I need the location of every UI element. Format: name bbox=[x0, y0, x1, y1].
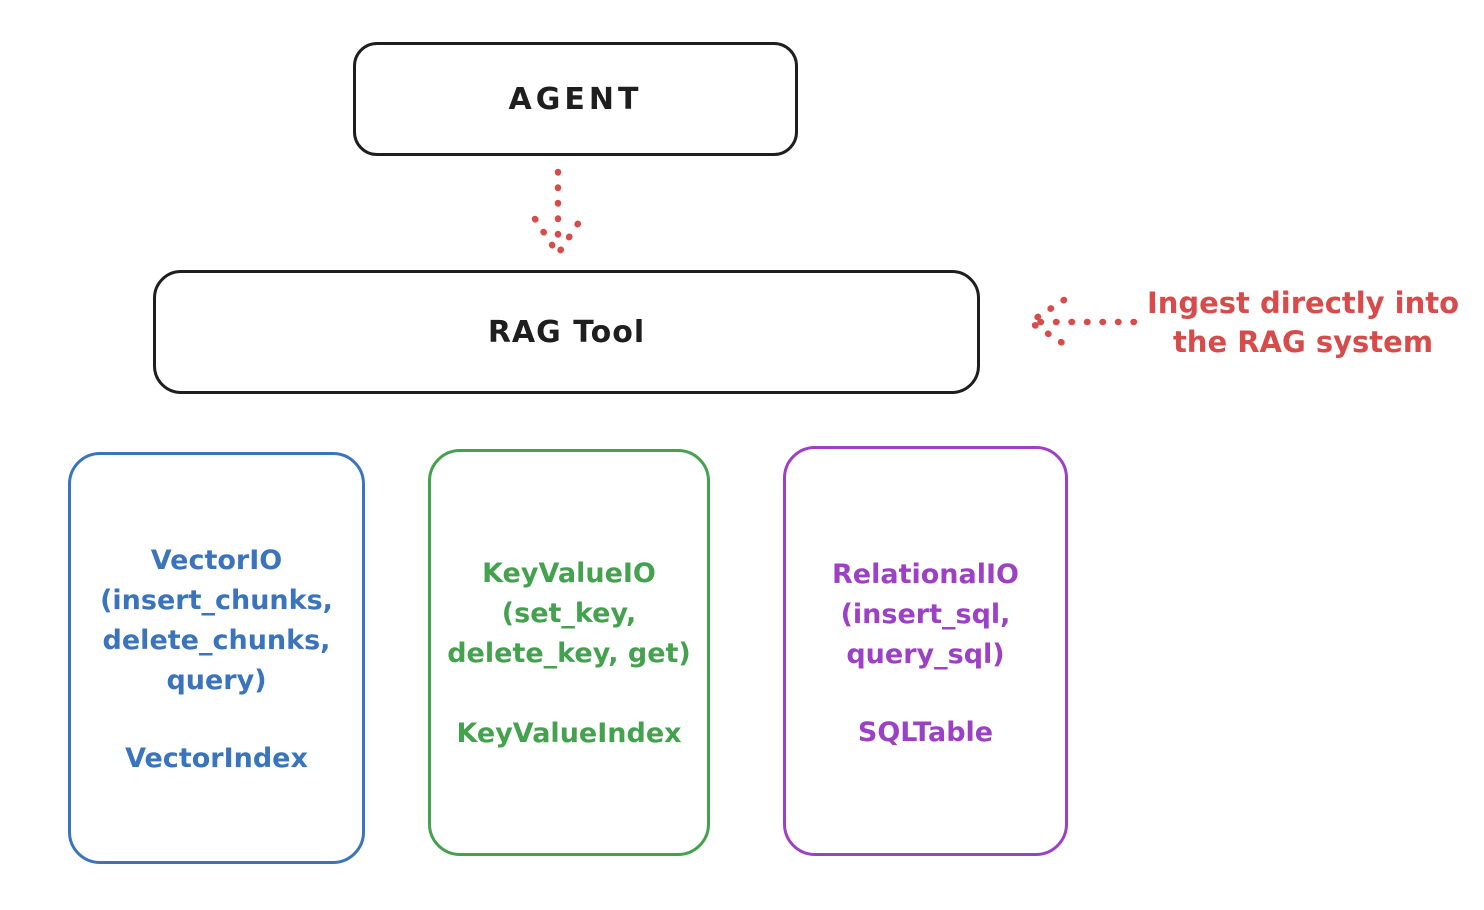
keyvalueio-box: KeyValueIO (set_key, delete_key, get) Ke… bbox=[428, 449, 710, 856]
vectorio-method-line: query) bbox=[166, 665, 267, 696]
keyvalueio-index-label: KeyValueIndex bbox=[456, 718, 682, 749]
keyvalueio-method-line: delete_key, get) bbox=[447, 638, 691, 669]
keyvalueio-method-line: (set_key, bbox=[501, 598, 637, 629]
rag-tool-box-label: RAG Tool bbox=[487, 314, 646, 350]
relationalio-box-text: RelationalIO (insert_sql, query_sql) SQL… bbox=[786, 449, 1065, 753]
relationalio-method-line: (insert_sql, bbox=[840, 599, 1011, 630]
ingest-annotation-line1: Ingest directly into bbox=[1146, 286, 1460, 320]
ingest-annotation: Ingest directly into the RAG system bbox=[1133, 284, 1473, 362]
agent-to-rag-tool-arrow bbox=[531, 168, 585, 260]
relationalio-method-line: query_sql) bbox=[846, 639, 1005, 670]
ingest-annotation-line2: the RAG system bbox=[1172, 325, 1434, 359]
agent-box: AGENT bbox=[353, 42, 798, 156]
vectorio-method-line: (insert_chunks, bbox=[100, 585, 333, 616]
annotation-to-rag-tool-arrow bbox=[1024, 296, 1138, 348]
vectorio-title: VectorIO bbox=[150, 545, 283, 576]
vectorio-box-text: VectorIO (insert_chunks, delete_chunks, … bbox=[71, 455, 362, 779]
agent-box-label: AGENT bbox=[508, 81, 643, 117]
relationalio-index-label: SQLTable bbox=[857, 717, 994, 748]
rag-tool-box: RAG Tool bbox=[153, 270, 980, 394]
keyvalueio-box-text: KeyValueIO (set_key, delete_key, get) Ke… bbox=[431, 452, 707, 754]
vectorio-index-label: VectorIndex bbox=[125, 743, 308, 774]
vectorio-box: VectorIO (insert_chunks, delete_chunks, … bbox=[68, 452, 365, 864]
vectorio-method-line: delete_chunks, bbox=[102, 625, 331, 656]
relationalio-box: RelationalIO (insert_sql, query_sql) SQL… bbox=[783, 446, 1068, 856]
keyvalueio-title: KeyValueIO bbox=[482, 558, 656, 589]
relationalio-title: RelationalIO bbox=[832, 559, 1019, 590]
